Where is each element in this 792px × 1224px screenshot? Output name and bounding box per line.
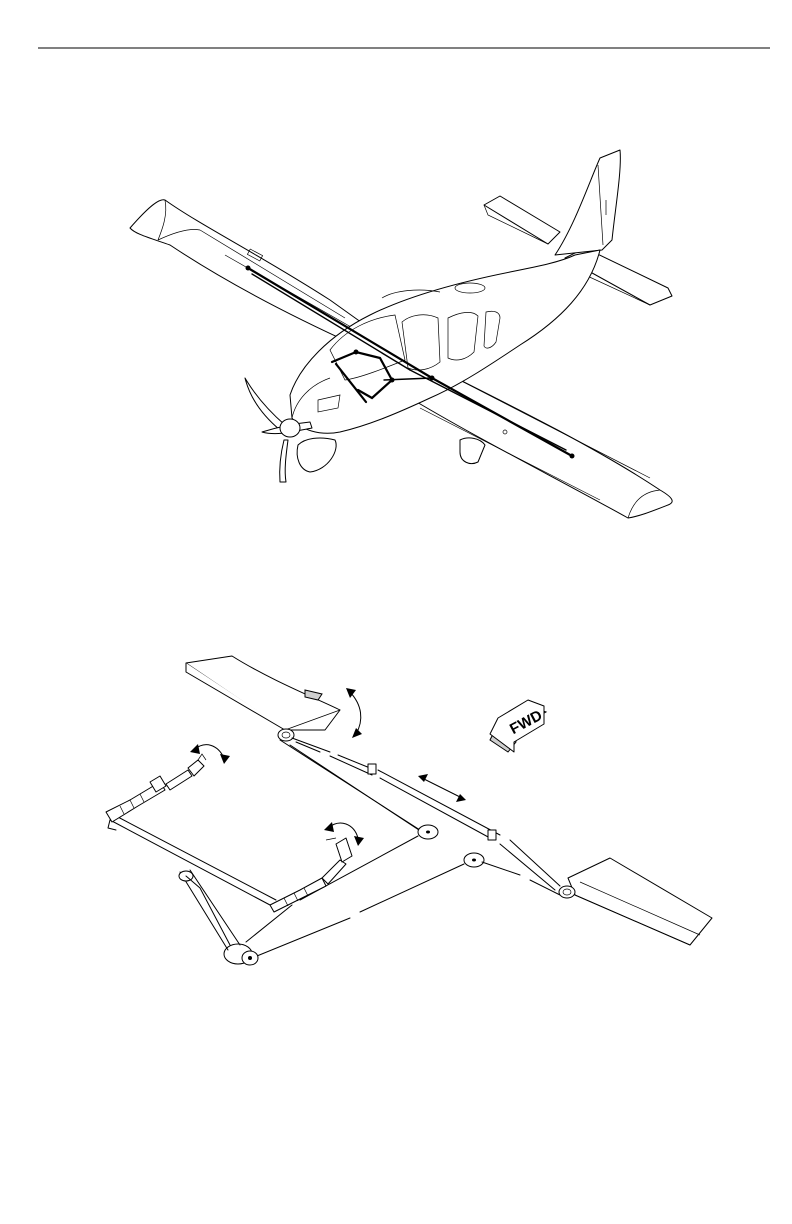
lower-cable-drum bbox=[224, 944, 258, 965]
vertical-tail bbox=[555, 150, 620, 255]
yoke-linkage bbox=[179, 870, 240, 950]
aircraft-drawing bbox=[0, 130, 792, 530]
linkage-figure: FWD bbox=[0, 640, 792, 980]
forward-arrow-icon: FWD bbox=[490, 700, 546, 752]
aircraft-figure bbox=[0, 130, 792, 530]
right-wing bbox=[405, 370, 672, 518]
aileron-cables bbox=[246, 738, 560, 958]
linkage-drawing: FWD bbox=[0, 640, 792, 980]
right-aileron bbox=[568, 858, 712, 945]
left-aileron-pulley bbox=[278, 729, 294, 741]
left-aileron bbox=[186, 656, 340, 732]
left-wing bbox=[130, 200, 372, 345]
control-yoke-assembly bbox=[106, 754, 352, 912]
right-aileron-pulley bbox=[559, 886, 575, 898]
